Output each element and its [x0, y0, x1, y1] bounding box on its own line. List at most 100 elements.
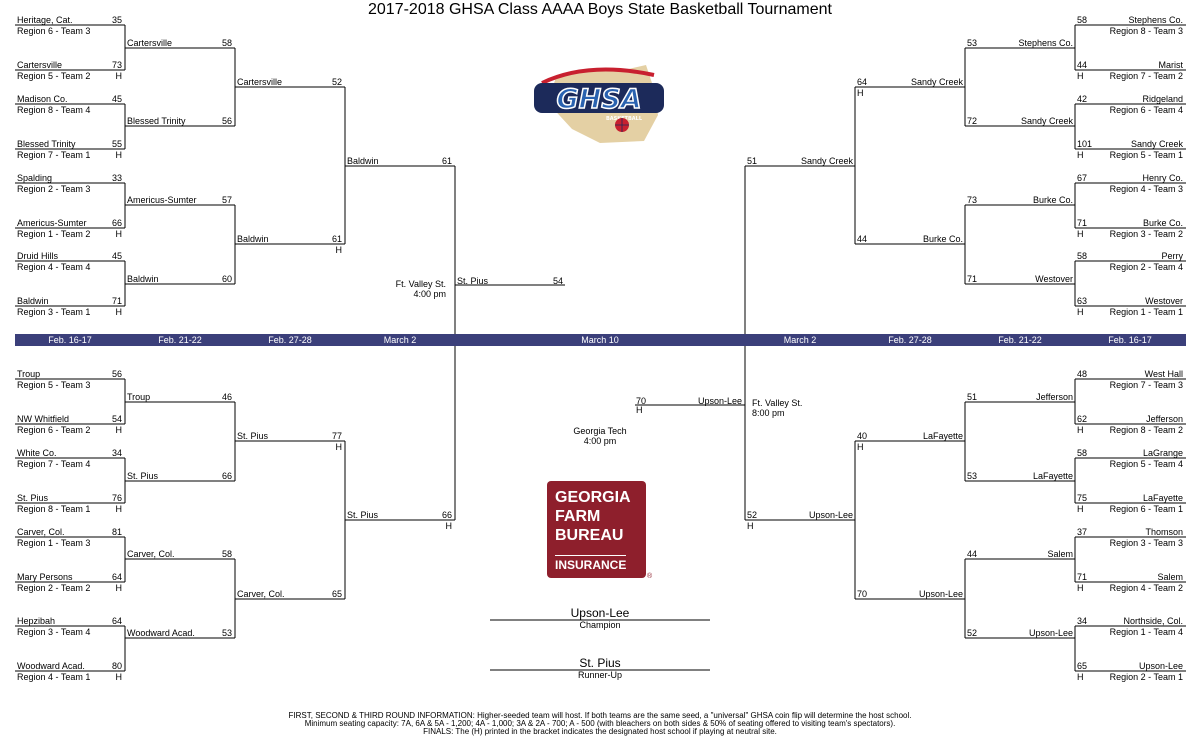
host-marker: H: [747, 521, 754, 531]
team-name: LaGrange: [1142, 448, 1183, 458]
date-right-round1: Feb. 16-17: [1108, 335, 1152, 345]
team-score: 75: [1077, 493, 1088, 503]
team-score: 46: [221, 392, 232, 402]
team-seed: Region 7 - Team 4: [17, 459, 91, 469]
date-final: March 10: [581, 335, 619, 345]
team-score: 61: [441, 156, 452, 166]
team-score: 35: [111, 15, 122, 25]
team-name: Woodward Acad.: [17, 661, 85, 671]
team-name: Burke Co.: [1142, 218, 1183, 228]
page-title: 2017-2018 GHSA Class AAAA Boys State Bas…: [368, 1, 832, 18]
team-seed: Region 2 - Team 1: [1109, 672, 1183, 682]
team-name: LaFayette: [1142, 493, 1183, 503]
team-score: 52: [747, 510, 758, 520]
team-name: Druid Hills: [17, 251, 59, 261]
team-seed: Region 8 - Team 3: [1109, 26, 1183, 36]
team-seed: Region 2 - Team 3: [17, 184, 91, 194]
team-score: 54: [111, 414, 122, 424]
host-marker: H: [1077, 583, 1084, 593]
team-score: 58: [221, 38, 232, 48]
team-name: Northside, Col.: [1123, 616, 1183, 626]
team-score: 58: [1077, 448, 1088, 458]
team-score: 65: [1077, 661, 1088, 671]
final-venue: Georgia Tech 4:00 pm: [573, 426, 627, 446]
team-name: Westover: [1145, 296, 1183, 306]
team-score: 72: [967, 116, 978, 126]
host-marker: H: [335, 245, 343, 255]
semi-right-host: H: [636, 405, 643, 415]
date-left-round3: Feb. 27-28: [268, 335, 312, 345]
team-name: Cartersville: [17, 60, 63, 70]
team-score: 33: [111, 173, 122, 183]
team-name: St. Pius: [347, 510, 379, 520]
host-marker: H: [1077, 229, 1084, 239]
team-seed: Region 8 - Team 1: [17, 504, 91, 514]
team-name: Americus-Sumter: [17, 218, 87, 228]
team-name: Upson-Lee: [918, 589, 963, 599]
host-marker: H: [115, 71, 123, 81]
team-seed: Region 5 - Team 4: [1109, 459, 1183, 469]
host-marker: H: [1077, 425, 1084, 435]
team-name: Woodward Acad.: [127, 628, 195, 638]
host-marker: H: [1077, 307, 1084, 317]
team-name: Baldwin: [17, 296, 49, 306]
team-score: 44: [967, 549, 978, 559]
date-left-round4: March 2: [383, 335, 417, 345]
team-score: 76: [111, 493, 122, 503]
team-score: 66: [221, 471, 232, 481]
team-name: Salem: [1157, 572, 1183, 582]
team-name: St. Pius: [237, 431, 269, 441]
date-right-round2: Feb. 21-22: [998, 335, 1042, 345]
team-name: NW Whitfield: [17, 414, 70, 424]
team-score: 57: [221, 195, 232, 205]
team-score: 52: [331, 77, 342, 87]
team-seed: Region 6 - Team 3: [17, 26, 91, 36]
semi-left-venue: Ft. Valley St. 4:00 pm: [395, 279, 446, 299]
runner-up: St. Pius Runner-Up: [490, 656, 710, 680]
team-score: 37: [1077, 527, 1088, 537]
team-score: 51: [747, 156, 758, 166]
team-seed: Region 6 - Team 2: [17, 425, 91, 435]
ghsa-logo: GHSA BASKETBALL: [534, 65, 664, 143]
team-seed: Region 1 - Team 4: [1109, 627, 1183, 637]
team-name: Sandy Creek: [800, 156, 853, 166]
team-name: Spalding: [17, 173, 53, 183]
host-marker: H: [335, 442, 343, 452]
champion: Upson-Lee Champion: [490, 606, 710, 630]
team-name: Blessed Trinity: [17, 139, 76, 149]
host-marker: H: [115, 583, 123, 593]
team-score: 56: [221, 116, 232, 126]
team-score: 64: [111, 572, 122, 582]
team-score: 67: [1077, 173, 1088, 183]
host-marker: H: [115, 150, 123, 160]
team-name: Henry Co.: [1142, 173, 1183, 183]
team-score: 80: [111, 661, 122, 671]
team-name: Sandy Creek: [910, 77, 963, 87]
team-seed: Region 3 - Team 1: [17, 307, 91, 317]
host-marker: H: [115, 425, 123, 435]
team-score: 71: [967, 274, 978, 284]
host-marker: H: [445, 521, 453, 531]
team-score: 64: [857, 77, 868, 87]
team-name: Westover: [1035, 274, 1073, 284]
team-seed: Region 3 - Team 2: [1109, 229, 1183, 239]
team-score: 71: [111, 296, 122, 306]
round-dates-bar: Feb. 16-17 Feb. 21-22 Feb. 27-28 March 2…: [15, 334, 1186, 346]
registered-mark: ®: [647, 573, 653, 580]
date-right-round3: Feb. 27-28: [888, 335, 932, 345]
team-seed: Region 1 - Team 2: [17, 229, 91, 239]
team-name: Madison Co.: [17, 94, 68, 104]
champion-name: Upson-Lee: [570, 606, 630, 620]
team-name: Baldwin: [237, 234, 269, 244]
team-name: Stephens Co.: [1128, 15, 1183, 25]
team-name: Baldwin: [347, 156, 379, 166]
team-seed: Region 7 - Team 3: [1109, 380, 1183, 390]
host-marker: H: [115, 229, 123, 239]
team-score: 65: [331, 589, 342, 599]
team-name: LaFayette: [922, 431, 963, 441]
semi-right-team: Upson-Lee: [697, 396, 742, 406]
team-score: 40: [857, 431, 868, 441]
team-score: 70: [857, 589, 868, 599]
team-name: Carver, Col.: [237, 589, 285, 599]
team-seed: Region 4 - Team 3: [1109, 184, 1183, 194]
